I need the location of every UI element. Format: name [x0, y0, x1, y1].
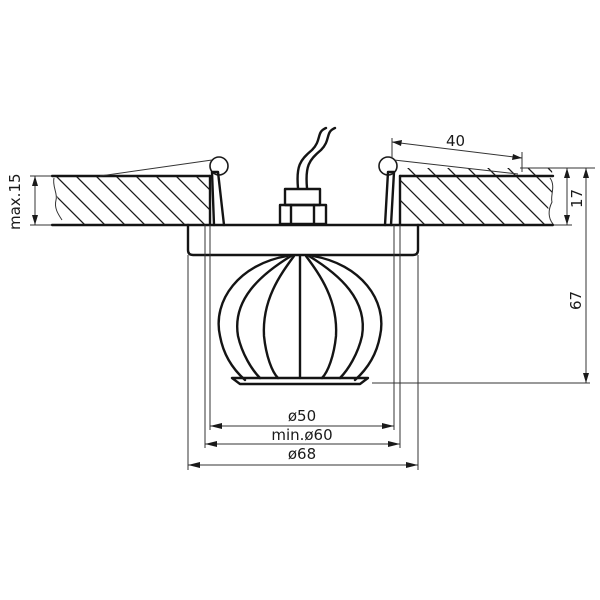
power-wires — [296, 126, 337, 190]
ceiling-slab-right — [398, 168, 555, 227]
extension-lines — [30, 167, 595, 470]
dimension-40: 40 — [391, 132, 523, 172]
dim-label-d68: ø68 — [288, 445, 316, 463]
dimension-max15: max.15 — [6, 173, 38, 230]
lamp-flange — [186, 223, 420, 257]
dimension-min-d60: min.ø60 — [205, 426, 400, 447]
dim-label-d50: ø50 — [288, 407, 316, 425]
dim-label-max15: max.15 — [6, 173, 24, 230]
dim-label-min-d60: min.ø60 — [271, 426, 332, 444]
lamp-glass — [217, 254, 383, 386]
connector-nut — [278, 187, 328, 226]
spring-clip-right — [378, 156, 519, 227]
dim-label-17: 17 — [568, 189, 586, 208]
spring-arm-line-left — [99, 159, 213, 177]
dimension-17: 17 — [564, 168, 586, 225]
dimension-d68: ø68 — [188, 445, 418, 468]
spring-arm-line-right — [393, 159, 519, 175]
dimension-d50: ø50 — [210, 407, 394, 429]
dim-label-40: 40 — [446, 132, 465, 150]
dim-label-67: 67 — [567, 291, 585, 310]
spring-clip-left — [99, 156, 229, 227]
dimension-67: 67 — [567, 168, 589, 383]
ceiling-slab-left — [50, 174, 212, 227]
